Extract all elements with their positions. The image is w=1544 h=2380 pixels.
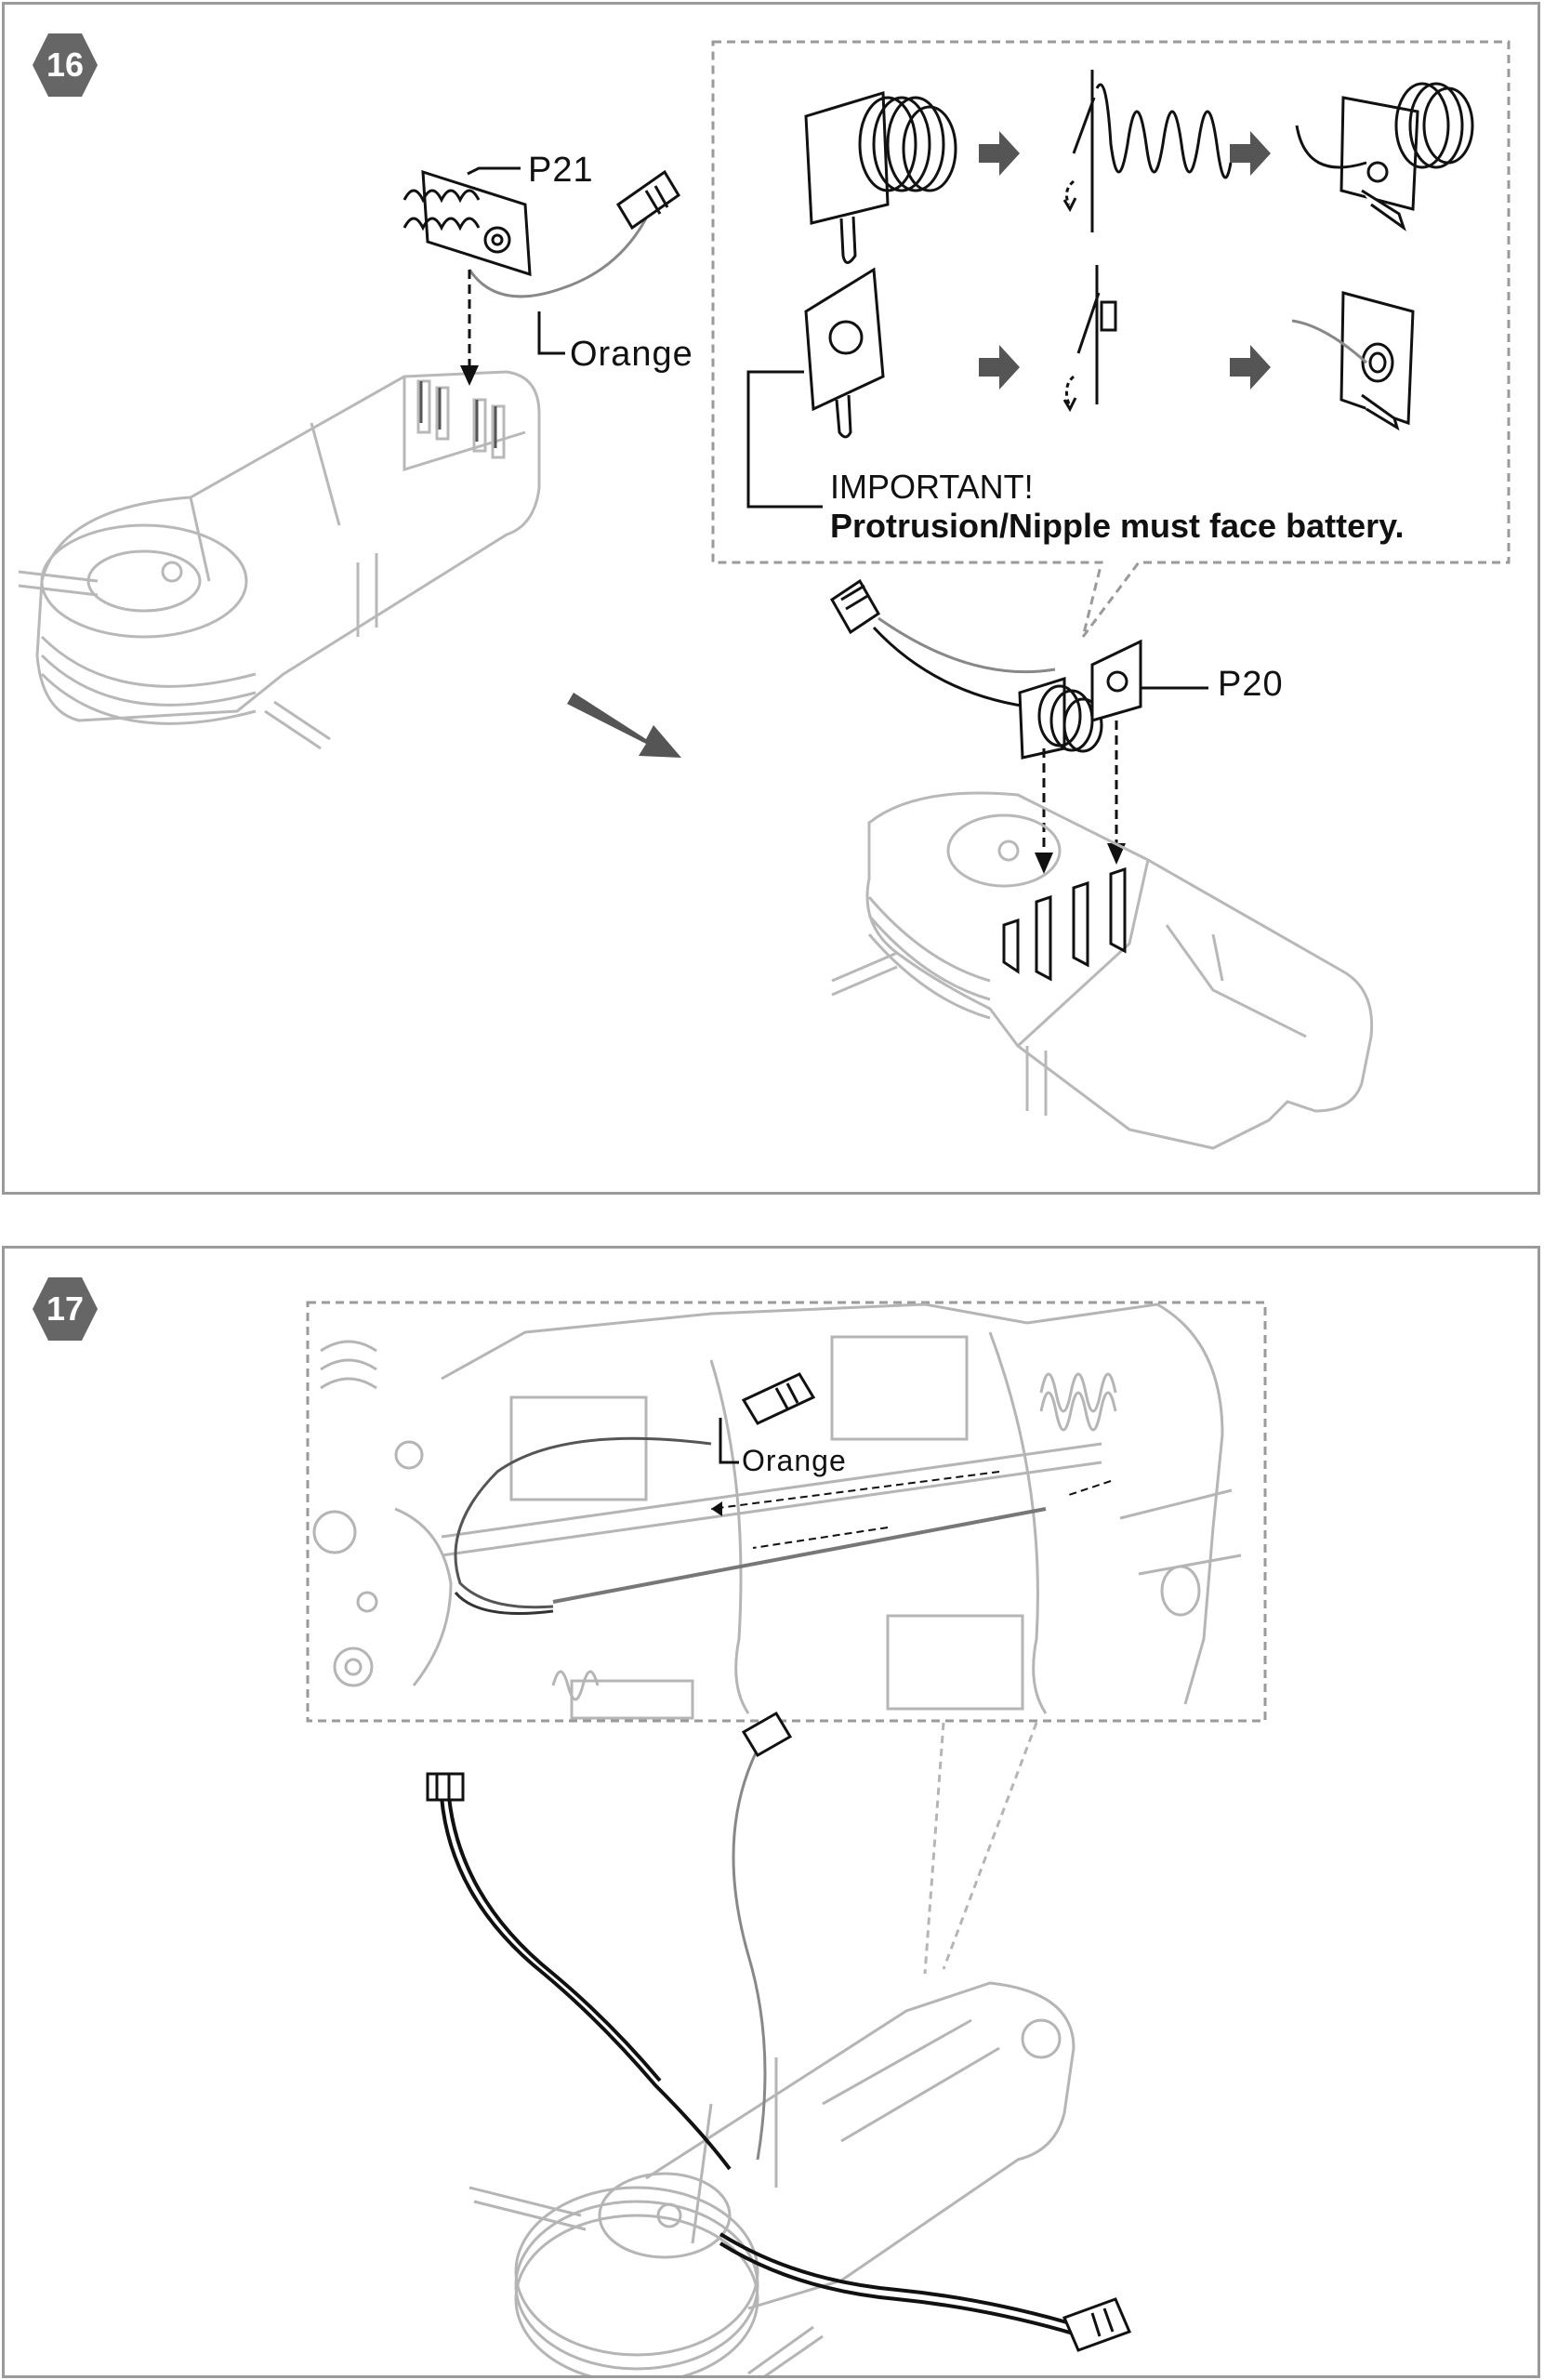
orange-leader — [537, 311, 565, 355]
detail-row1-result — [1295, 82, 1474, 231]
detail-arrow-4 — [1230, 345, 1271, 390]
orange-connector-detail — [741, 1372, 816, 1425]
important-heading: IMPORTANT! — [830, 468, 1034, 506]
detail-arrow-1 — [979, 131, 1020, 176]
detail-row1-side — [1062, 70, 1233, 232]
wire-routing — [454, 1436, 1047, 1615]
label-orange-17: Orange — [742, 1444, 847, 1477]
step-16-panel: 16 P21 Orange P20 IMPORTANT! Protrusion/… — [2, 2, 1540, 1195]
detail-zoom-box — [306, 1301, 1267, 1723]
label-p21: P21 — [528, 151, 594, 190]
cable-assembly — [440, 1731, 1084, 2338]
p21-contact — [402, 169, 681, 298]
detail-callout-box — [711, 40, 1511, 638]
step-number: 16 — [46, 46, 85, 84]
battery-housing-left — [18, 370, 541, 750]
arrow-down-p21b — [1035, 853, 1053, 874]
p21-leader — [467, 166, 521, 176]
battery-housing-17 — [468, 1981, 1076, 2375]
big-diagonal-arrow — [567, 693, 681, 758]
step-badge-16: 16 — [31, 31, 99, 99]
detail-row2 — [804, 267, 885, 439]
housing-right-slots — [1002, 866, 1127, 982]
step-17-panel: 17 Orange — [2, 1246, 1540, 2378]
p20-p21-assembly — [830, 578, 1142, 760]
arrow-down-p20 — [1107, 843, 1126, 865]
orange-leader-17 — [719, 1418, 739, 1464]
detail-zoom-content — [312, 1302, 1242, 1720]
label-orange: Orange — [570, 335, 693, 374]
detail-row2-side — [1062, 265, 1117, 413]
housing-left-slots — [419, 381, 497, 448]
step-badge-17: 17 — [31, 1275, 99, 1343]
detail-row1 — [804, 91, 957, 264]
important-leader — [746, 370, 823, 509]
step-17-illustration — [306, 1301, 1267, 2375]
arrow-down-p21 — [460, 365, 479, 386]
important-text: Protrusion/Nipple must face battery. — [830, 507, 1405, 545]
label-p20: P20 — [1218, 665, 1284, 704]
hexagon-icon — [33, 33, 98, 97]
detail-row2-result — [1291, 291, 1415, 431]
step-number: 17 — [46, 1289, 85, 1328]
detail-arrow-3 — [979, 345, 1020, 390]
hexagon-icon — [33, 1277, 98, 1341]
battery-housing-right — [831, 791, 1374, 1150]
wire-arrows — [710, 1471, 1112, 1549]
step-16-illustration — [18, 40, 1511, 1150]
connectors-17 — [426, 1711, 1132, 2352]
detail-arrow-2 — [1230, 131, 1271, 176]
